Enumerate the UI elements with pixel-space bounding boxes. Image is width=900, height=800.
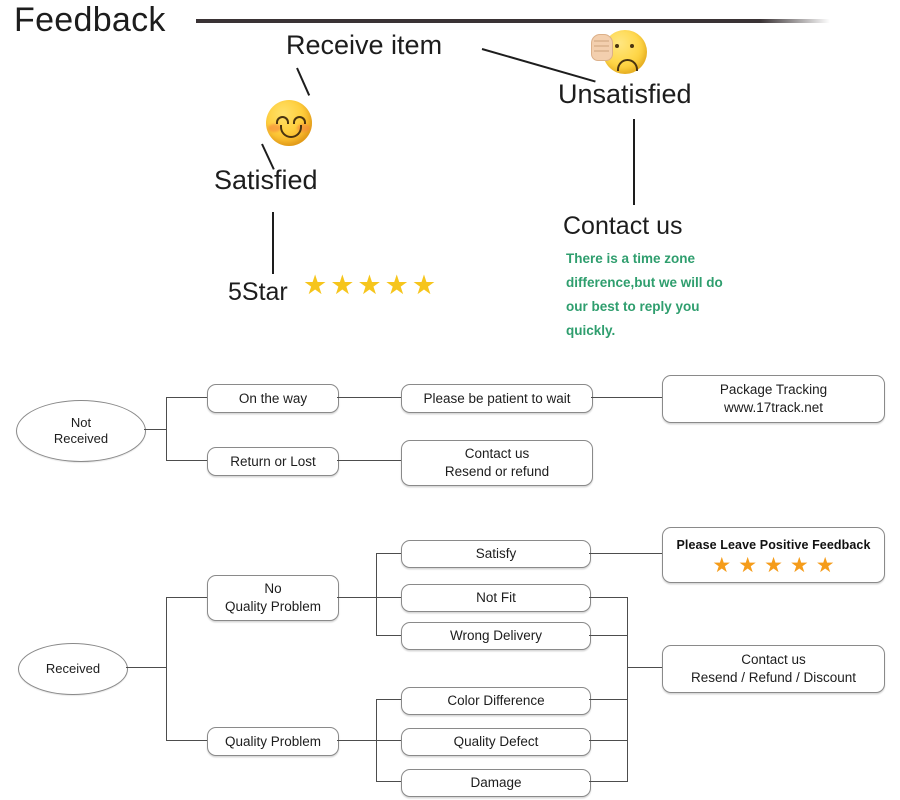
node-contact-resend-refund[interactable]: Contact us Resend or refund	[401, 440, 593, 486]
connector-rcv-bus	[166, 597, 168, 741]
happy-eye-right-icon	[293, 116, 306, 124]
no-quality-line2: Quality Problem	[224, 599, 322, 614]
connector-return-lost-to-contact	[337, 460, 401, 462]
star-icon-1: ★	[712, 554, 732, 577]
connector-satisfy-to-feedback	[589, 553, 662, 555]
node-package-tracking-text: Package Tracking www.17track.net	[720, 381, 827, 417]
connector-wait-to-tracking	[591, 397, 662, 399]
node-quality-problem[interactable]: Quality Problem	[207, 727, 339, 756]
star-icon-3: ★	[764, 554, 783, 577]
node-satisfy[interactable]: Satisfy	[401, 540, 591, 568]
node-not-fit[interactable]: Not Fit	[401, 584, 591, 612]
connector-wrong-delivery-out	[589, 635, 628, 637]
unsatisfied-label: Unsatisfied	[558, 79, 692, 109]
five-star-label: 5Star	[228, 278, 288, 306]
node-no-quality-problem-text: No Quality Problem	[225, 580, 321, 616]
node-quality-defect[interactable]: Quality Defect	[401, 728, 591, 756]
connector-qp-to-damage	[376, 781, 401, 783]
outcome-line1: Contact us	[741, 652, 806, 667]
node-package-tracking[interactable]: Package Tracking www.17track.net	[662, 375, 885, 423]
smile-mouth-icon	[280, 125, 302, 138]
star-icon-2: ★	[738, 554, 758, 577]
connector-nr-branch-bottom	[166, 460, 207, 462]
connector-qp-stem	[337, 740, 377, 742]
connector-nqp-to-wrong-delivery	[376, 635, 401, 637]
sad-eye-left-icon	[615, 44, 619, 48]
node-received[interactable]: Received	[18, 643, 128, 695]
nr-contact-line1: Contact us	[464, 446, 530, 461]
outcome-line2: Resend / Refund / Discount	[690, 670, 857, 685]
connector-nqp-stem	[337, 597, 377, 599]
connector-rcv-branch-top	[166, 597, 207, 599]
connector-outcome-bus	[627, 597, 629, 782]
connector-damage-out	[589, 781, 628, 783]
title-divider	[196, 19, 830, 23]
positive-feedback-title: Please Leave Positive Feedback	[676, 538, 871, 552]
smiling-face-emoji	[266, 100, 312, 146]
raised-hand-icon	[591, 34, 613, 61]
connector-nr-branch-top	[166, 397, 207, 399]
sad-eye-right-icon	[630, 44, 634, 48]
star-icon-5: ★	[815, 554, 835, 577]
page-title: Feedback	[14, 1, 166, 39]
frown-mouth-icon	[617, 59, 638, 71]
blush-right-icon	[297, 124, 310, 132]
node-not-received-line2: Received	[53, 431, 109, 446]
node-not-received[interactable]: Not Received	[16, 400, 146, 462]
connector-color-difference-out	[589, 699, 628, 701]
connector-nqp-bus	[376, 553, 378, 636]
tracking-line2: www.17track.net	[723, 400, 824, 415]
tracking-line1: Package Tracking	[719, 382, 828, 397]
node-please-be-patient[interactable]: Please be patient to wait	[401, 384, 593, 413]
connector-rcv-root-stem	[126, 667, 167, 669]
node-return-or-lost[interactable]: Return or Lost	[207, 447, 339, 476]
connector-satisfied-to-5star	[272, 212, 274, 274]
connector-unsatisfied-to-contact	[633, 119, 635, 205]
connector-receive-to-unsatisfied	[481, 48, 596, 83]
star-icon-4: ★	[789, 554, 809, 577]
node-no-quality-problem[interactable]: No Quality Problem	[207, 575, 339, 621]
connector-nr-bus	[166, 397, 168, 461]
connector-not-fit-out	[589, 597, 628, 599]
contact-us-body: There is a time zone difference,but we w…	[566, 251, 723, 338]
connector-receive-to-satisfied	[296, 67, 311, 96]
no-quality-line1: No	[264, 581, 282, 596]
connector-on-the-way-to-wait	[337, 397, 401, 399]
node-on-the-way[interactable]: On the way	[207, 384, 339, 413]
positive-feedback-stars: ★ ★ ★ ★ ★	[712, 555, 834, 576]
frowning-face-with-hand-emoji	[591, 30, 647, 74]
node-contact-outcome-text: Contact us Resend / Refund / Discount	[691, 651, 856, 687]
contact-us-heading: Contact us	[563, 212, 683, 240]
connector-qp-to-quality-defect	[376, 740, 401, 742]
five-star-glyphs: ★★★★★	[303, 270, 440, 300]
node-color-difference[interactable]: Color Difference	[401, 687, 591, 715]
node-damage[interactable]: Damage	[401, 769, 591, 797]
node-contact-outcome[interactable]: Contact us Resend / Refund / Discount	[662, 645, 885, 693]
connector-nr-root-stem	[144, 429, 167, 431]
connector-nqp-to-not-fit	[376, 597, 401, 599]
connector-nqp-to-satisfy	[376, 553, 401, 555]
node-not-received-text: Not Received	[54, 415, 108, 447]
connector-quality-defect-out	[589, 740, 628, 742]
node-wrong-delivery[interactable]: Wrong Delivery	[401, 622, 591, 650]
node-contact-resend-refund-text: Contact us Resend or refund	[445, 445, 549, 481]
connector-rcv-branch-bottom	[166, 740, 207, 742]
connector-bus-to-outcome	[627, 667, 662, 669]
satisfied-label: Satisfied	[214, 165, 318, 195]
blush-left-icon	[268, 124, 281, 132]
node-not-received-line1: Not	[70, 415, 92, 430]
receive-item-label: Receive item	[286, 30, 443, 60]
happy-eye-left-icon	[276, 116, 289, 124]
nr-contact-line2: Resend or refund	[444, 464, 550, 479]
node-positive-feedback[interactable]: Please Leave Positive Feedback ★ ★ ★ ★ ★	[662, 527, 885, 583]
connector-qp-to-color-difference	[376, 699, 401, 701]
